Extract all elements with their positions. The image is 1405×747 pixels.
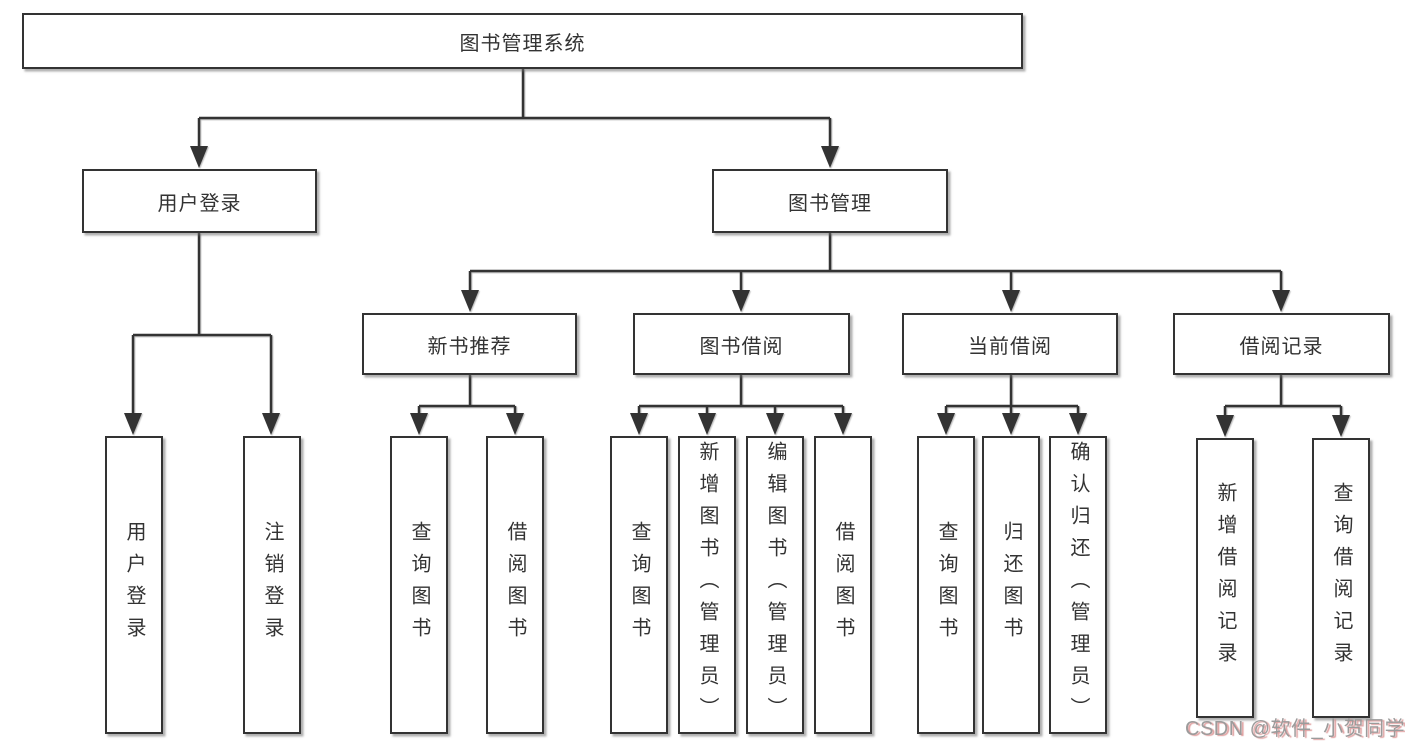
node-label: 借阅图书 [832, 521, 854, 649]
connector-paths [131, 69, 1343, 432]
node-label: 归还图书 [1000, 521, 1022, 649]
node-query-books-2: 查询图书 [610, 436, 668, 734]
node-user-login: 用户登录 [82, 169, 317, 233]
node-add-borrow-record: 新增借阅记录 [1196, 438, 1254, 718]
node-label: 图书借阅 [699, 335, 784, 358]
node-label: 新增图书（管理员） [696, 441, 718, 729]
node-label: 查询借阅记录 [1330, 482, 1352, 674]
node-label: 查询图书 [935, 521, 957, 649]
node-user-login-leaf: 用户登录 [105, 436, 163, 734]
node-borrowing-records: 借阅记录 [1173, 313, 1390, 375]
node-borrow-books-2: 借阅图书 [814, 436, 872, 734]
node-label: 图书管理系统 [459, 32, 586, 55]
node-library-management-system: 图书管理系统 [22, 13, 1023, 69]
node-label: 用户登录 [157, 192, 242, 215]
watermark: CSDN @软件_小贺同学 [1185, 718, 1405, 740]
node-query-borrow-record: 查询借阅记录 [1312, 438, 1370, 718]
node-add-books-admin: 新增图书（管理员） [678, 436, 736, 734]
node-label: 借阅图书 [504, 521, 526, 649]
node-label: 图书管理 [788, 192, 872, 215]
node-current-borrowing: 当前借阅 [902, 313, 1118, 375]
node-label: 查询图书 [408, 521, 430, 649]
node-edit-books-admin: 编辑图书（管理员） [746, 436, 804, 734]
node-borrow-books-1: 借阅图书 [486, 436, 544, 734]
node-label: 借阅记录 [1239, 335, 1324, 358]
node-label: 当前借阅 [968, 335, 1052, 358]
node-label: 新增借阅记录 [1214, 482, 1236, 674]
node-book-management: 图书管理 [712, 169, 948, 233]
node-label: 查询图书 [628, 521, 650, 649]
arrowheads [124, 146, 1350, 437]
node-new-book-recommendation: 新书推荐 [362, 313, 577, 375]
node-label: 新书推荐 [427, 335, 512, 358]
node-return-books: 归还图书 [982, 436, 1040, 734]
node-label: 注销登录 [261, 521, 283, 649]
node-label: 确认归还（管理员） [1067, 441, 1089, 729]
node-query-books-3: 查询图书 [917, 436, 975, 734]
node-book-borrowing: 图书借阅 [633, 313, 850, 375]
node-query-books-1: 查询图书 [390, 436, 448, 734]
node-label: 编辑图书（管理员） [764, 441, 786, 729]
node-logout: 注销登录 [243, 436, 301, 734]
node-confirm-return-admin: 确认归还（管理员） [1049, 436, 1107, 734]
node-label: 用户登录 [123, 521, 145, 649]
